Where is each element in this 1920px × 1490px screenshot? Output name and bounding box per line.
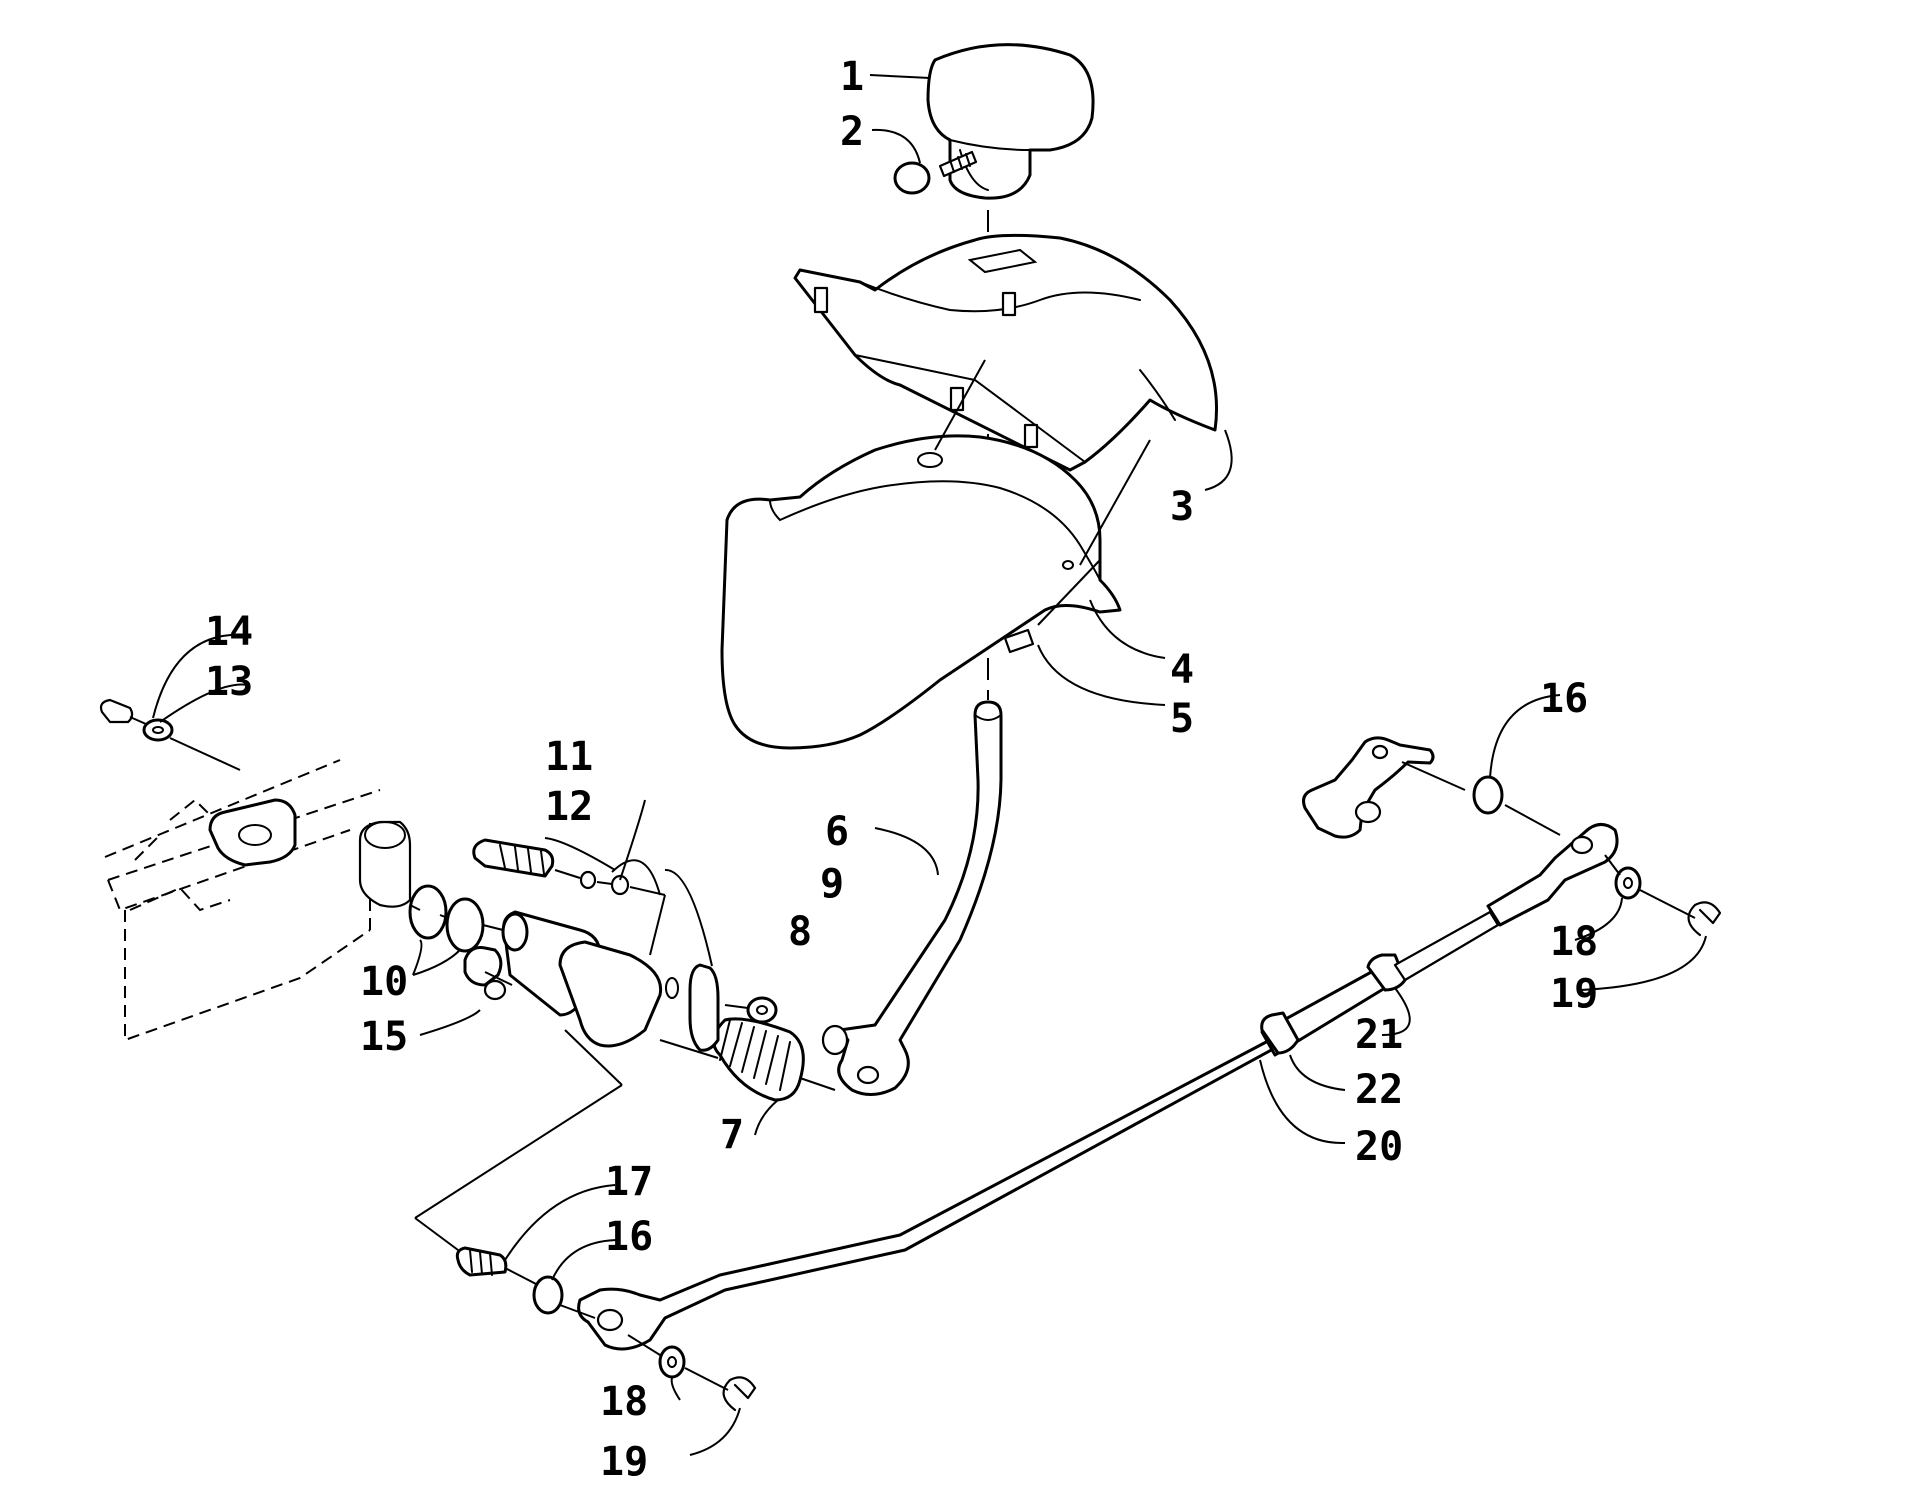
callout-6: 6 (825, 809, 849, 855)
frame-section (104, 759, 412, 1042)
callout-8: 8 (788, 909, 812, 955)
ball-joint-stud-part (455, 1246, 508, 1277)
washer-left-part (658, 1345, 686, 1379)
upper-shift-cover-part (793, 233, 1219, 472)
callout-16-left: 16 (605, 1214, 653, 1260)
washer-right-part (1614, 866, 1642, 900)
callout-leaders (152, 74, 1707, 1456)
shift-knob-part (926, 43, 1095, 200)
frame-bolt-part (99, 698, 134, 724)
lever-pin-part (1003, 628, 1035, 654)
knob-screw-part (893, 150, 978, 195)
callout-19-right: 19 (1550, 971, 1598, 1017)
callout-4: 4 (1170, 647, 1194, 693)
callout-12: 12 (545, 784, 593, 830)
callout-3: 3 (1170, 484, 1194, 530)
callout-16-right: 16 (1540, 676, 1588, 722)
callout-19-left: 19 (600, 1439, 648, 1485)
callout-7: 7 (720, 1112, 744, 1158)
eclip-right-part (1687, 901, 1722, 937)
callout-9: 9 (820, 861, 844, 907)
lever-nut-part (746, 996, 778, 1024)
lower-shift-cover-part (720, 434, 1122, 750)
shift-linkage-arm-part (1302, 736, 1435, 839)
eclip-left-part (722, 1376, 757, 1412)
bushing-right-part (1472, 775, 1504, 815)
callout-5: 5 (1170, 696, 1194, 742)
callout-21: 21 (1355, 1012, 1403, 1058)
callout-11: 11 (545, 734, 593, 780)
callout-2: 2 (840, 109, 864, 155)
callout-20: 20 (1355, 1124, 1403, 1170)
return-spring-part (712, 1017, 805, 1102)
callout-18-left: 18 (600, 1379, 648, 1425)
callout-15: 15 (360, 1014, 408, 1060)
assembly-lines (129, 359, 1696, 1391)
detent-washer-part (579, 870, 630, 896)
detent-bolt-part (472, 838, 555, 878)
shift-shaft-part (501, 910, 679, 1048)
callout-13: 13 (205, 659, 253, 705)
bracket-nut-part (463, 946, 507, 1001)
bushing-left-part (532, 1275, 564, 1315)
rod-end-clevis-part (1486, 823, 1619, 927)
part-number-labels: 1 2 3 4 5 6 7 8 9 10 11 12 13 14 15 16 1… (205, 54, 1598, 1485)
callout-22: 22 (1355, 1067, 1403, 1113)
shift-rod-part (577, 1038, 1277, 1351)
callout-17: 17 (605, 1159, 653, 1205)
callout-18-right: 18 (1550, 919, 1598, 965)
frame-washer-part (142, 718, 174, 742)
callout-14: 14 (205, 609, 253, 655)
shaft-oring-inner-part (445, 897, 485, 953)
callout-1: 1 (840, 54, 864, 100)
shift-lever-part (821, 700, 1003, 1096)
callout-10: 10 (360, 959, 408, 1005)
shaft-oring-outer-part (408, 884, 448, 940)
lever-bracket-part (688, 963, 720, 1052)
